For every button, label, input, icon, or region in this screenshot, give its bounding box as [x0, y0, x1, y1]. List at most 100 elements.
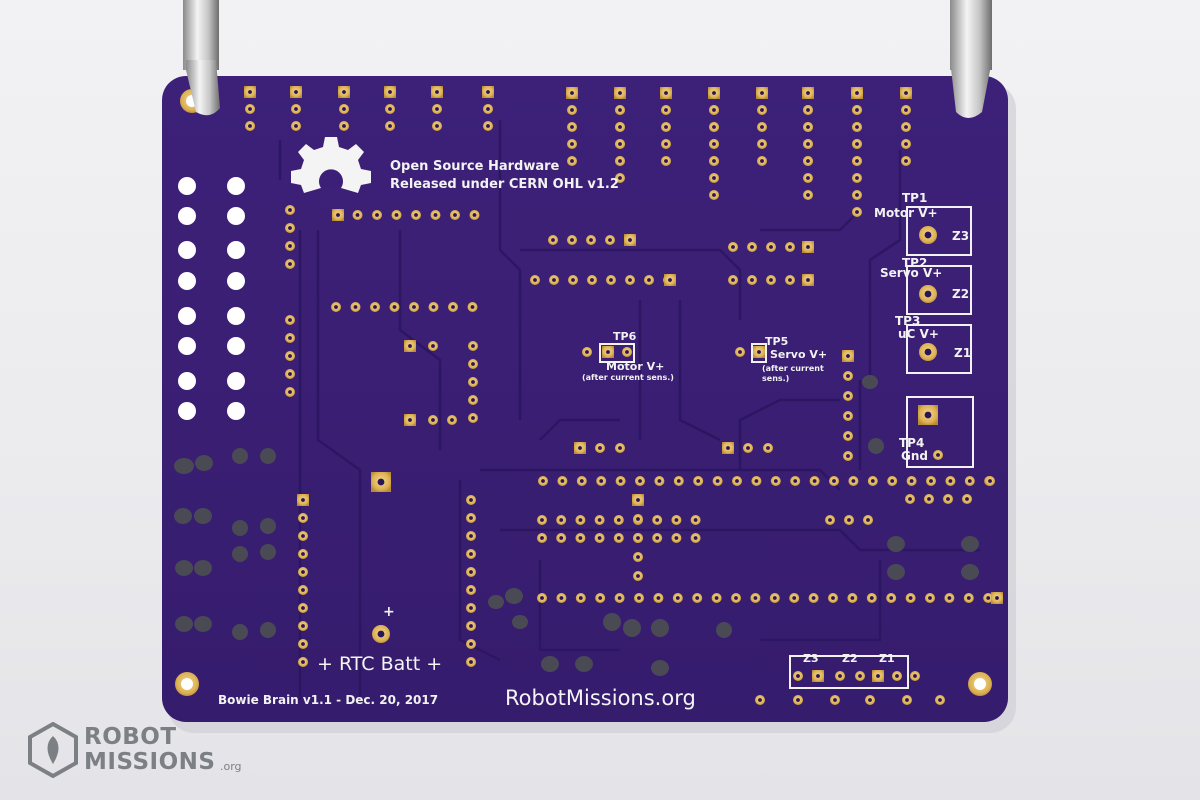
tp1-name: Motor V+: [874, 206, 938, 220]
tp5-note2: sens.): [762, 374, 789, 383]
pad-hole: [301, 588, 305, 592]
tp1-label: TP1: [902, 191, 927, 205]
pad-hole: [806, 278, 810, 282]
pad-hole: [695, 596, 700, 600]
pad-hole: [248, 107, 252, 111]
pad-hole: [618, 446, 622, 450]
pad-hole: [806, 245, 810, 249]
pad-hole: [895, 674, 899, 678]
pad-hole: [760, 125, 764, 129]
pad-hole: [638, 479, 642, 483]
pad-hole: [636, 536, 640, 540]
pad-hole: [559, 536, 564, 540]
pad-hole: [469, 498, 473, 502]
pad-hole: [469, 570, 473, 574]
pad-hole: [617, 596, 622, 600]
pad-hole: [657, 479, 662, 483]
pad-hole: [890, 479, 895, 483]
pad-hole: [846, 454, 850, 458]
pad-hole: [832, 479, 836, 483]
pad-hole: [636, 517, 640, 521]
pad-hole: [570, 238, 574, 242]
pad-hole: [559, 518, 564, 522]
pad-hole: [471, 362, 475, 366]
pad-hole: [811, 596, 816, 600]
pad-hole: [637, 596, 641, 600]
z1-label: Z1: [954, 346, 971, 360]
rtc-label: + RTC Batt +: [317, 653, 442, 675]
pad-hole: [570, 142, 574, 146]
pad-hole: [846, 394, 850, 398]
pad-hole: [647, 278, 651, 282]
pad-hole: [668, 278, 672, 282]
pad-hole: [806, 159, 810, 163]
pad-hole: [760, 108, 764, 112]
pad-hole: [599, 479, 604, 483]
pad-hole: [889, 596, 894, 600]
pad-hole: [431, 305, 436, 309]
pcb-board: [162, 76, 1008, 722]
watermark-line2: MISSIONS: [84, 749, 216, 775]
pad-hole: [967, 479, 972, 483]
pad-hole: [855, 108, 859, 112]
tp5-note1: (after current: [762, 364, 824, 373]
pad-hole: [858, 674, 862, 678]
pad-hole: [628, 238, 632, 242]
pad-hole: [831, 596, 835, 600]
tp3-name: uC V+: [898, 327, 939, 341]
pad-hole: [846, 354, 850, 358]
pad-hole: [486, 107, 490, 111]
watermark-line1: ROBOT: [84, 724, 177, 750]
pad-hole: [869, 596, 874, 600]
pad-hole: [846, 374, 850, 378]
pad-hole: [988, 479, 992, 483]
robot-missions-watermark: ROBOT MISSIONS .org: [28, 722, 248, 782]
pad-hole: [288, 262, 292, 266]
pad-hole: [578, 518, 583, 522]
pad-hole: [618, 108, 622, 112]
pad-hole: [938, 698, 942, 702]
pad-hole: [377, 630, 385, 638]
zone-z2: Z2: [842, 652, 858, 665]
tp6-note: (after current sens.): [582, 373, 674, 382]
pad-hole: [469, 606, 473, 610]
pad-hole: [598, 446, 602, 450]
pad-hole: [598, 596, 603, 600]
pad-hole: [551, 238, 555, 242]
pad-hole: [618, 159, 622, 163]
pad-hole: [288, 390, 292, 394]
pad-hole: [636, 574, 640, 578]
pad-hole: [375, 213, 379, 217]
pad-hole: [806, 142, 810, 146]
pad-hole: [714, 596, 719, 600]
robot-missions-logo-icon: [28, 722, 78, 778]
pad-hole: [414, 213, 418, 217]
pad-hole: [750, 278, 754, 282]
pad-hole: [469, 642, 473, 646]
pad-hole: [947, 596, 952, 600]
pad-hole: [301, 606, 305, 610]
pad-hole: [760, 159, 764, 163]
pad-hole: [616, 536, 621, 540]
pad-hole: [757, 350, 761, 354]
pad-hole: [571, 278, 575, 282]
pad-hole: [855, 142, 859, 146]
pad-hole: [288, 318, 292, 322]
pad-hole: [731, 278, 735, 282]
pad-hole: [773, 479, 778, 483]
pad-hole: [855, 159, 859, 163]
pad-hole: [712, 176, 716, 180]
pad-hole: [618, 125, 622, 129]
osh-line2: Released under CERN OHL v1.2: [390, 177, 619, 192]
pad-hole: [735, 479, 739, 483]
pad-hole: [636, 555, 640, 559]
z3-label: Z3: [952, 229, 969, 243]
pad-hole: [726, 446, 730, 450]
pad-hole: [552, 278, 556, 282]
pad-hole: [616, 518, 621, 522]
pad-hole: [435, 107, 439, 111]
pad-hole: [394, 213, 399, 217]
pad-hole: [589, 238, 593, 242]
pad-hole: [342, 124, 346, 128]
pad-hole: [664, 91, 668, 95]
